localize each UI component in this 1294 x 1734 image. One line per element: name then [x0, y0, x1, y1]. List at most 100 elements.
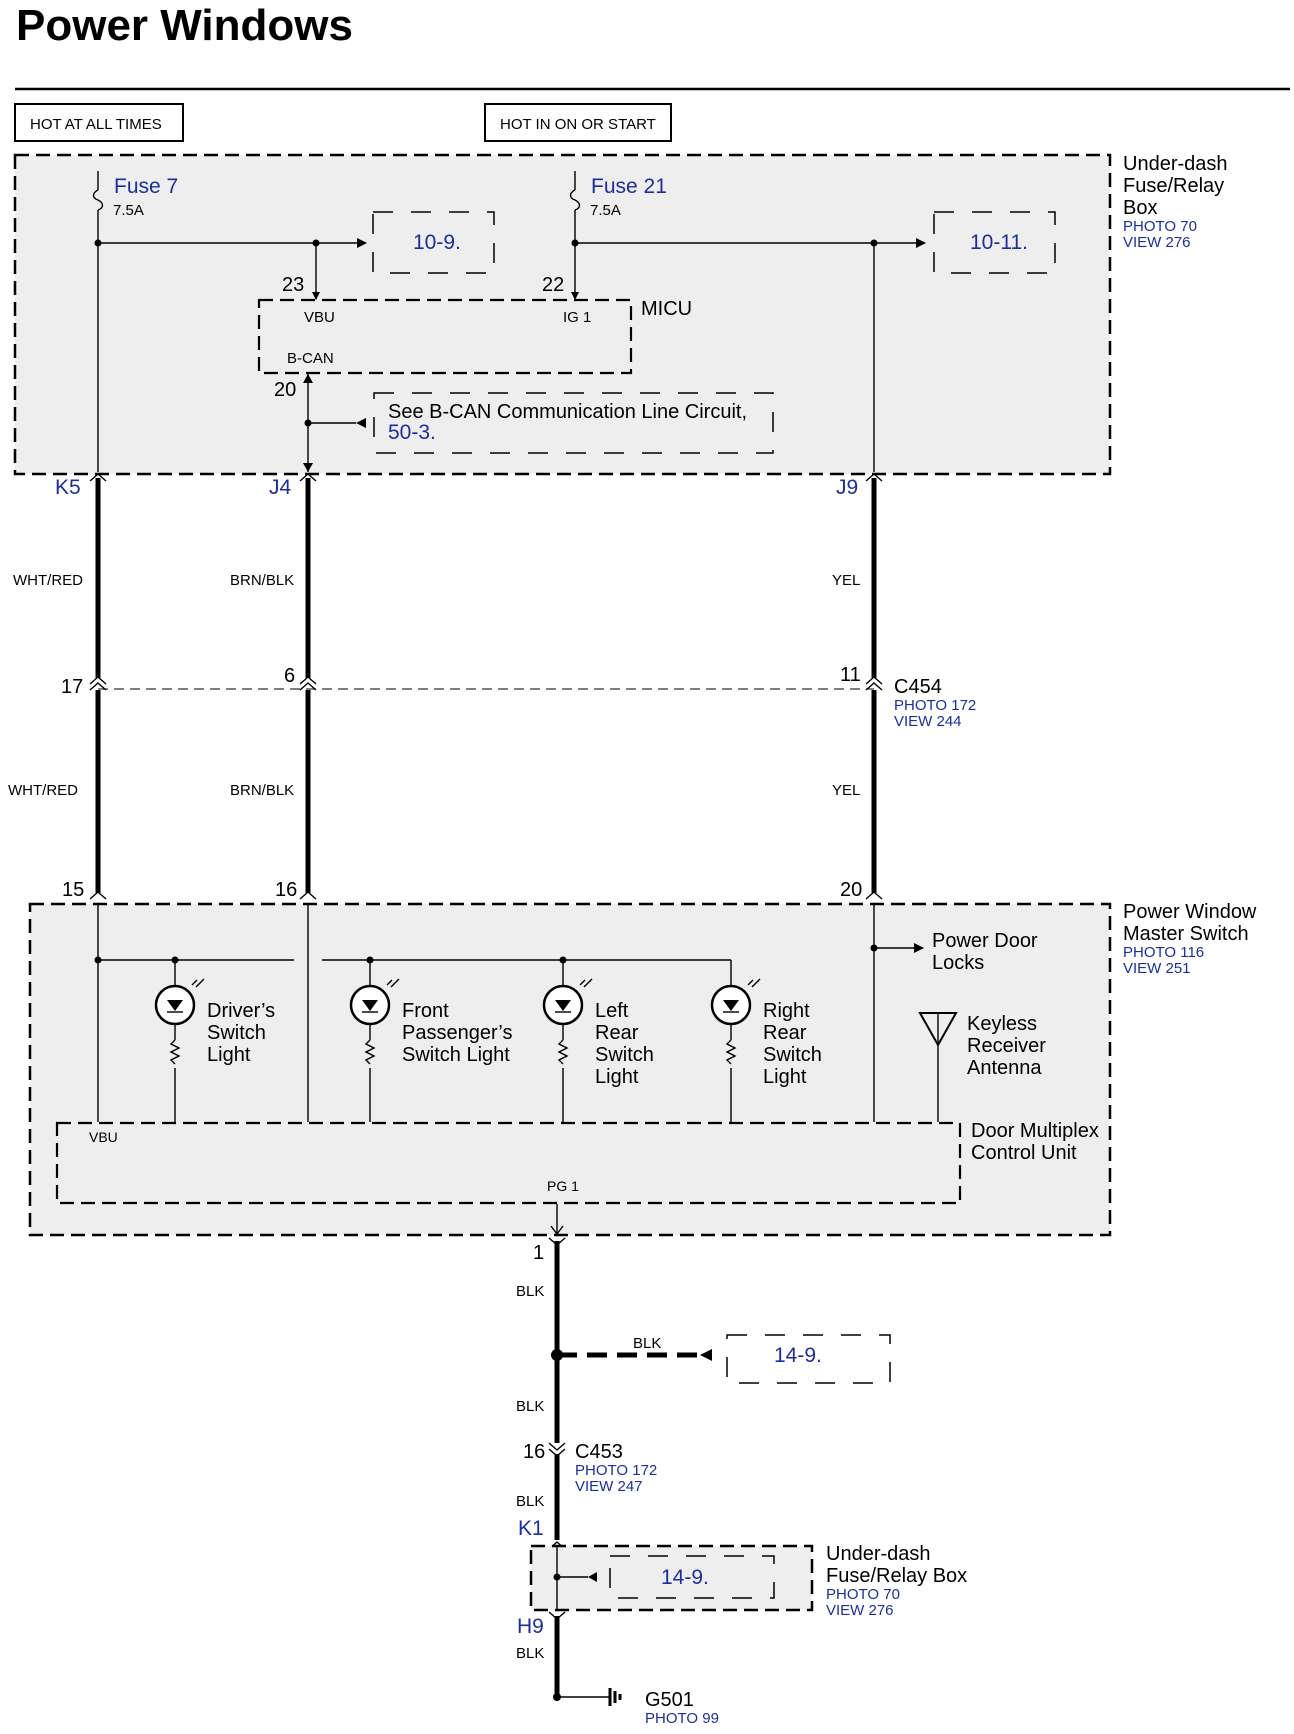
- connector-j4: [299, 473, 317, 482]
- wire-label-blk-1: BLK: [516, 1283, 544, 1300]
- right-rear-switch-light: [710, 978, 761, 1122]
- micu-bcan: B-CAN: [287, 350, 334, 367]
- dmcu-name-2: Control Unit: [971, 1142, 1077, 1164]
- underdash-box-name-3: Box: [1123, 197, 1157, 219]
- master-switch-name-2: Master Switch: [1123, 923, 1249, 945]
- fuse21-rating: 7.5A: [590, 202, 621, 219]
- underdash-box-photo[interactable]: PHOTO 70: [1123, 218, 1197, 235]
- bcan-ref-text: See B-CAN Communication Line Circuit,: [388, 401, 747, 423]
- wire-label-blk-branch: BLK: [633, 1335, 661, 1352]
- fuse21-symbol: [569, 189, 581, 211]
- hot-in-on-or-start-label: HOT IN ON OR START: [500, 116, 656, 133]
- underdash-bottom-arrow: [588, 1572, 597, 1582]
- bcan-down-arrow: [303, 463, 313, 472]
- underdash-bottom-name-1: Under-dash: [826, 1543, 931, 1565]
- ref-14-9-a[interactable]: 14-9.: [774, 1344, 822, 1367]
- connector-20: [865, 891, 883, 900]
- micu-vbu: VBU: [304, 309, 335, 326]
- underdash-bottom-view[interactable]: VIEW 276: [826, 1602, 894, 1619]
- ref-10-11[interactable]: 10-11.: [970, 231, 1028, 254]
- master-switch-photo[interactable]: PHOTO 116: [1123, 944, 1204, 961]
- c454-pin17-symbol: [89, 676, 107, 691]
- keyless-antenna-icon: [918, 1012, 958, 1122]
- c454-name: C454: [894, 676, 942, 698]
- keyless-label-3: Antenna: [967, 1057, 1042, 1079]
- hot-at-all-times-label: HOT AT ALL TIMES: [30, 116, 162, 133]
- drivers-label-2: Switch: [207, 1022, 266, 1044]
- page-title: Power Windows: [16, 1, 353, 50]
- connector-j9: [865, 473, 883, 482]
- c453-view[interactable]: VIEW 247: [575, 1478, 643, 1495]
- micu-name: MICU: [641, 298, 692, 320]
- ref-box-10-9: [372, 211, 495, 274]
- c454-pin-17: 17: [61, 676, 83, 698]
- c454-photo[interactable]: PHOTO 172: [894, 697, 976, 714]
- micu-pin-22: 22: [542, 274, 564, 296]
- ref-14-9-b[interactable]: 14-9.: [661, 1566, 709, 1589]
- c453-photo[interactable]: PHOTO 172: [575, 1462, 657, 1479]
- c454-pin11-symbol: [865, 676, 883, 691]
- master-pin-16: 16: [275, 879, 297, 901]
- keyless-label-1: Keyless: [967, 1013, 1037, 1035]
- terminal-j4: J4: [269, 476, 292, 499]
- door-multiplex-control-unit-box: [55, 1121, 962, 1205]
- underdash-box-view[interactable]: VIEW 276: [1123, 234, 1191, 251]
- right-label-1: Right: [763, 1000, 810, 1022]
- connector-15: [89, 891, 107, 900]
- right-label-3: Switch: [763, 1044, 822, 1066]
- underdash-bottom-photo[interactable]: PHOTO 70: [826, 1586, 900, 1603]
- wire-label-brn-blk-1: BRN/BLK: [230, 572, 294, 589]
- micu-box: [257, 298, 633, 375]
- ref-10-9[interactable]: 10-9.: [413, 231, 461, 254]
- c454-pin-11: 11: [840, 664, 861, 686]
- wire-label-yel-1: YEL: [832, 572, 860, 589]
- keyless-label-2: Receiver: [967, 1035, 1046, 1057]
- left-rear-switch-light: [542, 960, 593, 1122]
- ref-box-14-9-a: [726, 1334, 891, 1384]
- bcan-ref-link[interactable]: 50-3.: [388, 421, 436, 444]
- terminal-j9: J9: [836, 476, 858, 499]
- ref-box-10-11: [933, 211, 1056, 274]
- wire-label-wht-red-1: WHT/RED: [13, 572, 83, 589]
- master-pin-20: 20: [840, 879, 862, 901]
- power-door-locks-2: Locks: [932, 952, 984, 974]
- terminal-k5: K5: [55, 476, 81, 499]
- drivers-label-3: Light: [207, 1044, 251, 1066]
- power-door-locks-1: Power Door: [932, 930, 1038, 952]
- connector-16: [299, 891, 317, 900]
- ground-photo[interactable]: PHOTO 99: [645, 1710, 719, 1727]
- underdash-box-name-2: Fuse/Relay: [1123, 175, 1224, 197]
- front-label-3: Switch Light: [402, 1044, 510, 1066]
- dmcu-vbu: VBU: [89, 1129, 118, 1145]
- fuse7-symbol: [92, 189, 104, 211]
- fuse7-name[interactable]: Fuse 7: [114, 175, 178, 198]
- micu-ig1: IG 1: [563, 309, 591, 326]
- master-switch-view[interactable]: VIEW 251: [1123, 960, 1191, 977]
- ground-icon: [608, 1688, 622, 1706]
- micu-pin-20: 20: [274, 379, 296, 401]
- micu-pin-23: 23: [282, 274, 304, 296]
- left-label-2: Rear: [595, 1022, 639, 1044]
- front-label-1: Front: [402, 1000, 449, 1022]
- pg1-arrow: [550, 1225, 564, 1236]
- underdash-bottom-name-2: Fuse/Relay Box: [826, 1565, 967, 1587]
- dmcu-pg1: PG 1: [547, 1178, 579, 1194]
- underdash-box-name-1: Under-dash: [1123, 153, 1228, 175]
- hot-in-on-or-start-box: [484, 103, 672, 142]
- branch-arrow: [700, 1349, 712, 1361]
- left-label-4: Light: [595, 1066, 639, 1088]
- bcan-ref-arrow: [356, 418, 366, 428]
- fuse21-name[interactable]: Fuse 21: [591, 175, 667, 198]
- front-passengers-switch-light: [349, 960, 400, 1122]
- ref-box-14-9-b: [609, 1555, 775, 1599]
- right-label-2: Rear: [763, 1022, 807, 1044]
- bcan-up-arrow: [303, 374, 313, 383]
- ref-box-bcan: [373, 392, 774, 454]
- c454-view[interactable]: VIEW 244: [894, 713, 962, 730]
- c454-pin-6: 6: [284, 665, 295, 687]
- left-label-3: Switch: [595, 1044, 654, 1066]
- right-label-4: Light: [763, 1066, 807, 1088]
- drivers-label-1: Driver’s: [207, 1000, 275, 1022]
- c454-pin6-symbol: [299, 676, 317, 691]
